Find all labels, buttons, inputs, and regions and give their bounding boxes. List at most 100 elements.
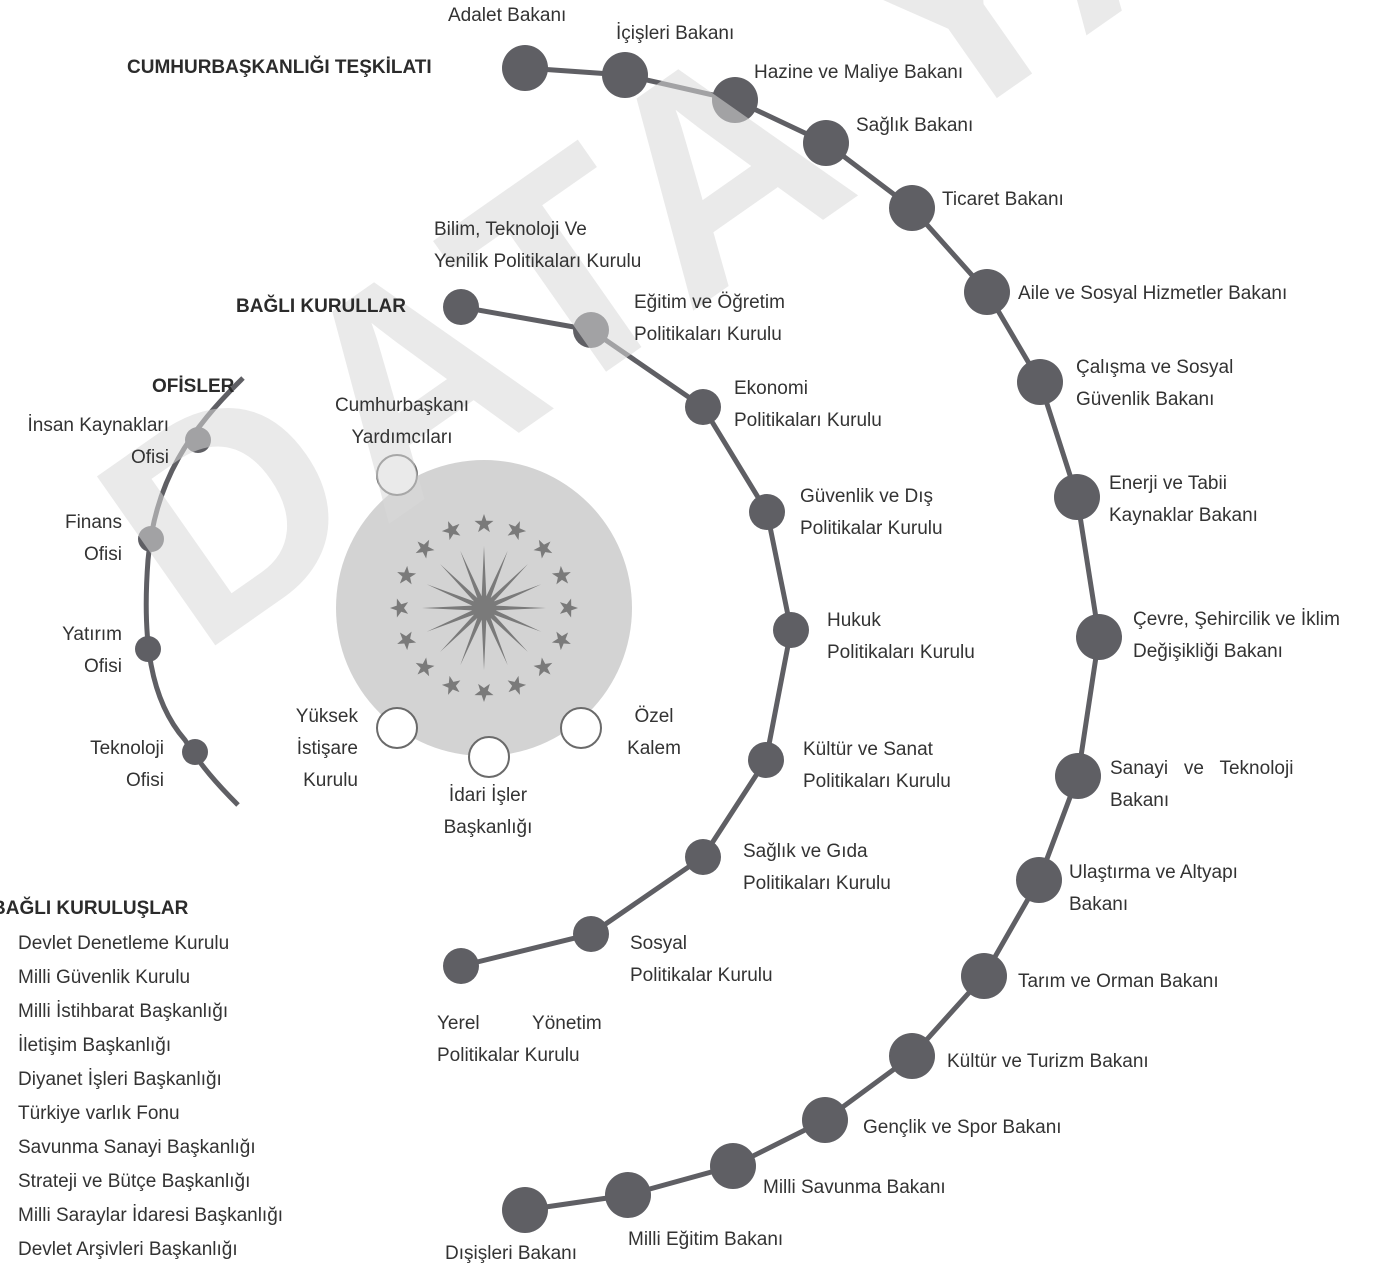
- emblem-sun-icon: [422, 546, 546, 670]
- emblem-star-icon: [415, 539, 435, 559]
- node-ulastirma: [1016, 857, 1062, 903]
- emblem-star-icon: [507, 521, 527, 541]
- label-milli-savunma: Milli Savunma Bakanı: [763, 1177, 946, 1198]
- node-aile: [964, 269, 1010, 315]
- emblem-star-icon: [415, 657, 435, 677]
- emblem-star-icon: [474, 514, 494, 533]
- node-bagli-kurullar: [443, 289, 479, 325]
- list-item: Savunma Sanayi Başkanlığı: [18, 1137, 256, 1158]
- label-saglik-gida: Sağlık ve Gıda Politikaları Kurulu: [743, 841, 891, 894]
- center-node-yardimcilari: [376, 454, 418, 496]
- node-sosyal: [573, 916, 609, 952]
- label-finans: Finans Ofisi: [64, 512, 122, 565]
- header-cumhurbaskanligi: CUMHURBAŞKANLIĞI TEŞKİLATI: [127, 57, 432, 78]
- node-ekonomi: [685, 389, 721, 425]
- label-yerel: Yerel Yönetim Politikalar Kurulu: [437, 1013, 602, 1066]
- ofisler-arc: [143, 376, 245, 807]
- header-ofisler: OFİSLER: [152, 376, 235, 397]
- list-item: Milli Güvenlik Kurulu: [18, 967, 191, 988]
- label-kultur-turizm: Kültür ve Turizm Bakanı: [947, 1051, 1149, 1072]
- label-calisma: Çalışma ve Sosyal Güvenlik Bakanı: [1076, 357, 1234, 410]
- label-yatirim: Yatırım Ofisi: [62, 624, 122, 677]
- header-bagli-kuruluslar: BAĞLI KURULUŞLAR: [0, 898, 189, 919]
- node-saglik-gida: [685, 839, 721, 875]
- label-yuksek-istisare: Yüksek İstişare Kurulu: [295, 706, 358, 791]
- label-cevre: Çevre, Şehircilik ve İklim Değişikliği B…: [1133, 609, 1340, 662]
- label-ulastirma: Ulaştırma ve Altyapı Bakanı: [1069, 862, 1238, 915]
- emblem-star-icon: [397, 631, 417, 651]
- emblem-star-icon: [551, 565, 571, 585]
- center-node-idari-isler: [468, 736, 510, 778]
- center-node-ozel-kalem: [560, 707, 602, 749]
- label-aile: Aile ve Sosyal Hizmetler Bakanı: [1018, 283, 1288, 304]
- node-yatirim: [135, 636, 161, 662]
- list-item: Strateji ve Bütçe Başkanlığı: [18, 1171, 251, 1192]
- node-tarim: [961, 953, 1007, 999]
- label-milli-egitim: Milli Eğitim Bakanı: [628, 1229, 784, 1250]
- node-disisleri: [502, 1187, 548, 1233]
- emblem-star-icon: [441, 675, 461, 695]
- list-item: Türkiye varlık Fonu: [18, 1103, 180, 1124]
- label-cumhurbaskani-yardimcilari: Cumhurbaşkanı Yardımcıları: [334, 395, 470, 448]
- node-hazine: [712, 77, 758, 123]
- node-calisma: [1017, 359, 1063, 405]
- label-egitim-ogretim: Eğitim ve Öğretim Politikaları Kurulu: [634, 292, 785, 345]
- emblem-star-icon: [507, 675, 527, 695]
- node-insan-kaynaklari: [185, 427, 211, 453]
- label-sanayi: Sanayi ve Teknoloji Bakanı: [1110, 758, 1294, 811]
- node-saglik: [803, 120, 849, 166]
- label-teknoloji: Teknoloji Ofisi: [90, 738, 164, 791]
- list-item: Diyanet İşleri Başkanlığı: [18, 1069, 222, 1090]
- emblem-star-icon: [533, 539, 553, 559]
- node-finans: [138, 526, 164, 552]
- emblem-star-icon: [474, 683, 494, 702]
- node-adalet: [502, 45, 548, 91]
- node-genclik: [802, 1097, 848, 1143]
- label-ekonomi: Ekonomi Politikaları Kurulu: [734, 378, 882, 431]
- emblem-star-icon: [390, 598, 409, 618]
- label-adalet: Adalet Bakanı: [448, 5, 567, 26]
- node-enerji: [1054, 474, 1100, 520]
- list-item: Milli Saraylar İdaresi Başkanlığı: [18, 1205, 284, 1226]
- node-yerel: [443, 948, 479, 984]
- emblem-star-icon: [441, 521, 461, 541]
- node-milli-savunma: [710, 1143, 756, 1189]
- node-teknoloji: [182, 739, 208, 765]
- label-saglik: Sağlık Bakanı: [856, 115, 974, 136]
- node-cevre: [1076, 614, 1122, 660]
- list-item: Milli İstihbarat Başkanlığı: [18, 1001, 229, 1022]
- label-idari-isler: İdari İşler Başkanlığı: [443, 785, 533, 838]
- list-item: Devlet Denetleme Kurulu: [18, 933, 230, 954]
- label-hukuk: Hukuk Politikaları Kurulu: [827, 610, 975, 663]
- label-icisleri: İçişleri Bakanı: [616, 23, 735, 44]
- node-ticaret: [889, 185, 935, 231]
- label-ticaret: Ticaret Bakanı: [942, 189, 1064, 210]
- node-sanayi: [1055, 753, 1101, 799]
- emblem-star-icon: [559, 598, 578, 618]
- label-ozel-kalem: Özel Kalem: [627, 706, 681, 759]
- list-item: Devlet Arşivleri Başkanlığı: [18, 1239, 238, 1260]
- label-enerji: Enerji ve Tabii Kaynaklar Bakanı: [1109, 473, 1258, 526]
- list-item: İletişim Başkanlığı: [18, 1035, 172, 1056]
- header-bagli-kurullar: BAĞLI KURULLAR: [236, 296, 406, 317]
- node-hukuk: [773, 612, 809, 648]
- label-sosyal: Sosyal Politikalar Kurulu: [630, 933, 773, 986]
- emblem-star-icon: [533, 657, 553, 677]
- label-hazine: Hazine ve Maliye Bakanı: [754, 62, 964, 83]
- node-egitim-ogretim: [573, 312, 609, 348]
- emblem-stars: [390, 514, 578, 702]
- node-kultur-turizm: [889, 1033, 935, 1079]
- node-milli-egitim: [605, 1172, 651, 1218]
- label-kultur-sanat: Kültür ve Sanat Politikaları Kurulu: [803, 739, 951, 792]
- emblem-star-icon: [397, 565, 417, 585]
- emblem-star-icon: [551, 631, 571, 651]
- node-kultur-sanat: [748, 742, 784, 778]
- label-bilim-teknoloji: Bilim, Teknoloji Ve Yenilik Politikaları…: [434, 219, 642, 272]
- label-disisleri: Dışişleri Bakanı: [445, 1243, 577, 1264]
- label-guvenlik: Güvenlik ve Dış Politikalar Kurulu: [800, 486, 943, 539]
- label-insan-kaynaklari: İnsan Kaynakları Ofisi: [27, 415, 169, 468]
- node-guvenlik: [749, 494, 785, 530]
- label-genclik: Gençlik ve Spor Bakanı: [863, 1117, 1062, 1138]
